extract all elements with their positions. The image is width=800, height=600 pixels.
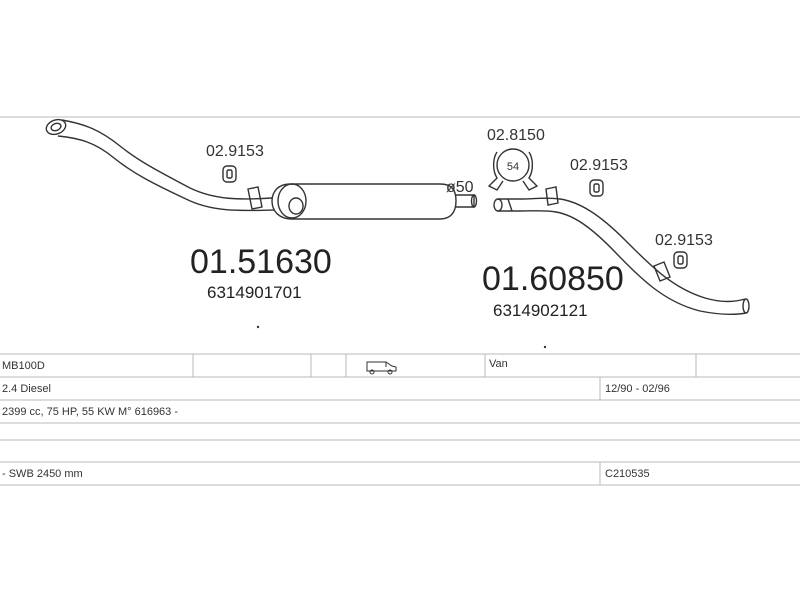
front-pipe-number: 01.51630 — [190, 243, 332, 281]
clamp-ring-label: 02.8150 — [487, 127, 545, 144]
front-pipe-oe-number: 6314901701 — [207, 283, 302, 302]
cell-model: MB100D — [2, 360, 45, 372]
clamp-left-body — [222, 165, 237, 183]
diameter-label: ø50 — [446, 179, 474, 196]
inlet-flange-hole — [50, 122, 62, 132]
front-muffler-body — [271, 183, 457, 220]
rear-hanger-bracket-1 — [545, 186, 559, 206]
clamp-right-label: 02.9153 — [655, 232, 713, 249]
clamp-mid-graphic — [589, 179, 604, 197]
clamp-mid-label: 02.9153 — [570, 157, 628, 174]
front-pipe-assembly — [45, 118, 478, 220]
cell-years: 12/90 - 02/96 — [605, 383, 670, 395]
cell-body-type: Van — [489, 358, 508, 370]
rear-pipe-edge-bottom — [498, 210, 747, 316]
stray-dot-1 — [256, 325, 260, 329]
front-pipe-edge-bottom — [57, 135, 275, 212]
front-outlet-tube — [456, 194, 475, 208]
clamp-left-slot — [226, 169, 233, 179]
cell-catalog-code: C210535 — [605, 468, 650, 480]
clamp-mid-body — [589, 179, 604, 197]
vehicle-table: MB100D Van 2.4 Diesel 12/90 - 02/96 2399… — [0, 353, 800, 486]
cell-engine: 2.4 Diesel — [2, 383, 51, 395]
clamp-ring-right-bolt — [522, 151, 539, 191]
clamp-ring-size: 54 — [507, 161, 519, 173]
clamp-ring-left-bolt — [487, 151, 504, 191]
rear-pipe-oe-number: 6314902121 — [493, 301, 588, 320]
clamp-right-slot — [677, 255, 684, 265]
clamp-ring-circle — [496, 148, 530, 182]
clamp-left-graphic — [222, 165, 237, 183]
cell-spec: 2399 cc, 75 HP, 55 KW M° 616963 - — [2, 406, 178, 418]
rear-pipe-joint — [507, 198, 513, 212]
front-muffler-inlet — [288, 197, 304, 215]
stray-dot-2 — [543, 345, 547, 349]
clamp-right-graphic — [673, 251, 688, 269]
rear-pipe-outlet — [742, 298, 750, 314]
van-icon — [366, 361, 397, 375]
rear-pipe-assembly — [493, 186, 750, 316]
clamp-ring-graphic — [487, 148, 539, 191]
clamp-right-body — [673, 251, 688, 269]
front-pipe-edge-top — [61, 119, 273, 200]
cell-wheelbase: - SWB 2450 mm — [2, 468, 83, 480]
clamp-left-label: 02.9153 — [206, 143, 264, 160]
rear-pipe-inlet — [493, 198, 503, 212]
inlet-flange — [45, 118, 67, 136]
front-outlet-end — [470, 194, 478, 208]
front-hanger-bracket — [247, 186, 263, 210]
rear-hanger-bracket-2 — [653, 261, 671, 282]
rear-pipe-number: 01.60850 — [482, 260, 624, 298]
front-muffler-end — [277, 183, 307, 219]
clamp-mid-slot — [593, 183, 600, 193]
